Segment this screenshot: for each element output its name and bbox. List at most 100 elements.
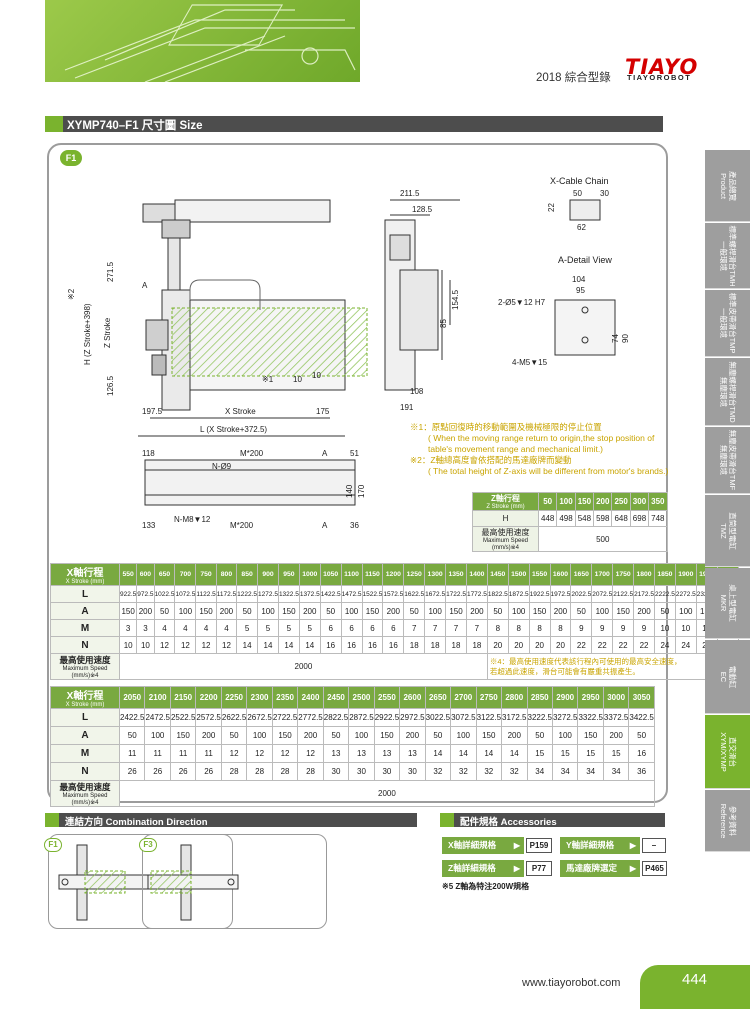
side-tab-label: 無塵螺桿滑台TMD 無塵環境 bbox=[718, 360, 737, 423]
side-tab[interactable]: 產品總覽 Product bbox=[705, 150, 750, 222]
x2-cell: 200 bbox=[602, 726, 630, 745]
x1-cell: 200 bbox=[549, 602, 572, 620]
side-tab[interactable]: 標準螺桿滑台TMH 一般環境 bbox=[705, 223, 750, 289]
z-spec-button[interactable]: Z軸詳細規格 bbox=[442, 860, 524, 877]
x2-cell: 100 bbox=[246, 726, 273, 745]
side-tab[interactable]: 無塵皮帶滑台TMF 無塵環境 bbox=[705, 427, 750, 494]
x2-cell: 13 bbox=[348, 744, 375, 763]
z-stroke-cell: 350 bbox=[648, 492, 668, 511]
x2-stroke-cell: 2400 bbox=[297, 686, 324, 709]
side-tab[interactable]: 直筒型電缸 TMZ bbox=[705, 495, 750, 567]
z-h-cell: 598 bbox=[593, 510, 613, 527]
z-h-cell: 448 bbox=[537, 510, 558, 527]
x1-cell: 200 bbox=[633, 602, 655, 620]
x2-cell: 2622.5 bbox=[220, 708, 248, 727]
side-tab-label: 直筒型電缸 TMZ bbox=[718, 511, 737, 550]
cable-30: 30 bbox=[600, 189, 609, 198]
dim-z-stroke: Z Stroke bbox=[103, 317, 112, 348]
x1-cell: 20 bbox=[507, 636, 530, 654]
side-tab[interactable]: 參考資料 Reference bbox=[705, 790, 750, 852]
x2-cell: 26 bbox=[144, 762, 171, 781]
z-h-cell: 698 bbox=[629, 510, 650, 527]
x1-cell: 200 bbox=[215, 602, 238, 620]
x1-stroke-cell: 1400 bbox=[465, 563, 488, 586]
x1-cell: 1172.5 bbox=[215, 585, 238, 603]
side-tab[interactable]: 標準皮帶滑台TMP 一般環境 bbox=[705, 290, 750, 357]
motor-select-button[interactable]: 馬達廠牌選定 bbox=[560, 860, 640, 877]
x2-stroke-cell: 2150 bbox=[169, 686, 197, 709]
combination-f3-badge: F3 bbox=[139, 838, 157, 852]
z-stroke-cell: 100 bbox=[556, 492, 576, 511]
x1-cell: 1522.5 bbox=[361, 585, 384, 603]
side-tab-label: 標準螺桿滑台TMH 一般環境 bbox=[718, 224, 737, 287]
x2-cell: 2872.5 bbox=[348, 708, 375, 727]
x1-cell: 16 bbox=[319, 636, 342, 654]
x1-cell: 24 bbox=[653, 636, 676, 654]
side-tab-label: 標準皮帶滑台TMP 一般環境 bbox=[718, 292, 737, 354]
x2-cell: 28 bbox=[271, 762, 299, 781]
x1-cell: 22 bbox=[633, 636, 655, 654]
y-spec-button[interactable]: Y軸詳細規格 bbox=[560, 837, 640, 854]
x1-cell: 10 bbox=[136, 636, 155, 654]
x2-stroke-cell: 2350 bbox=[271, 686, 299, 709]
x1-cell: 1322.5 bbox=[277, 585, 300, 603]
combination-f1 bbox=[48, 834, 233, 929]
x1-cell: 150 bbox=[195, 602, 217, 620]
x2-stroke-cell: 2450 bbox=[322, 686, 350, 709]
dim-154-5: 154.5 bbox=[451, 289, 460, 310]
x2-cell: 15 bbox=[526, 744, 553, 763]
x1-cell: 1022.5 bbox=[153, 585, 176, 603]
website-url[interactable]: www.tiayorobot.com bbox=[522, 977, 621, 989]
x1-cell: 22 bbox=[612, 636, 635, 654]
x2-cell: 26 bbox=[118, 762, 146, 781]
x2-cell: 200 bbox=[501, 726, 528, 745]
x1-stroke-cell: 750 bbox=[195, 563, 217, 586]
x1-stroke-cell: 1050 bbox=[319, 563, 342, 586]
x2-stroke-cell: 2550 bbox=[373, 686, 401, 709]
x1-stroke-cell: 1300 bbox=[424, 563, 447, 586]
dim-191: 191 bbox=[400, 403, 414, 412]
brand-logo: TIAYO bbox=[625, 55, 699, 79]
z-speed-value: 500 bbox=[538, 526, 668, 552]
dim-211-5: 211.5 bbox=[400, 189, 420, 198]
x1-cell: 20 bbox=[528, 636, 551, 654]
x1-stroke-cell: 900 bbox=[257, 563, 279, 586]
x2-cell: 50 bbox=[118, 726, 146, 745]
combination-f1-drawing bbox=[58, 844, 150, 921]
x2-cell: 2822.5 bbox=[322, 708, 350, 727]
side-tab[interactable]: 桌上型電缸 MKR bbox=[705, 568, 750, 639]
x2-cell: 12 bbox=[220, 744, 248, 763]
z-h-label: H bbox=[472, 510, 539, 527]
x2-cell: 15 bbox=[577, 744, 604, 763]
x2-row-label: A bbox=[50, 726, 120, 745]
side-tab[interactable]: 電動缸 EC bbox=[705, 640, 750, 714]
x2-stroke-cell: 2750 bbox=[475, 686, 503, 709]
top-118: 118 bbox=[142, 449, 155, 458]
section-title-bar: XYMP740–F1 尺寸圖 Size bbox=[45, 116, 663, 132]
z-stroke-cell: 50 bbox=[537, 492, 558, 511]
x1-stroke-cell: 1200 bbox=[382, 563, 405, 586]
x1-cell: 50 bbox=[653, 602, 676, 620]
x1-cell: 200 bbox=[298, 602, 321, 620]
x2-stroke-cell: 2850 bbox=[526, 686, 553, 709]
x1-cell: 18 bbox=[465, 636, 488, 654]
side-tab[interactable]: 直交滑台 XYM/XYMP bbox=[705, 715, 750, 789]
side-tab[interactable]: 無塵螺桿滑台TMD 無塵環境 bbox=[705, 358, 750, 426]
x-spec-button[interactable]: X軸詳細規格 bbox=[442, 837, 524, 854]
catalog-title: 2018 綜合型錄 bbox=[536, 72, 611, 84]
x1-cell: 16 bbox=[361, 636, 384, 654]
cable-62: 62 bbox=[577, 223, 586, 232]
x2-stroke-cell: 2800 bbox=[501, 686, 528, 709]
x2-stroke-cell: 2650 bbox=[424, 686, 452, 709]
x2-stroke-cell: 2200 bbox=[195, 686, 222, 709]
x1-cell: 5 bbox=[277, 619, 300, 637]
x2-stroke-cell: 2050 bbox=[118, 686, 146, 709]
dim-h-stroke: H (Z Stroke+398) bbox=[83, 303, 92, 365]
detail-hole: 2-Ø5▼12 H7 bbox=[498, 298, 546, 307]
x1-cell: 22 bbox=[570, 636, 593, 654]
x2-cell: 200 bbox=[195, 726, 222, 745]
